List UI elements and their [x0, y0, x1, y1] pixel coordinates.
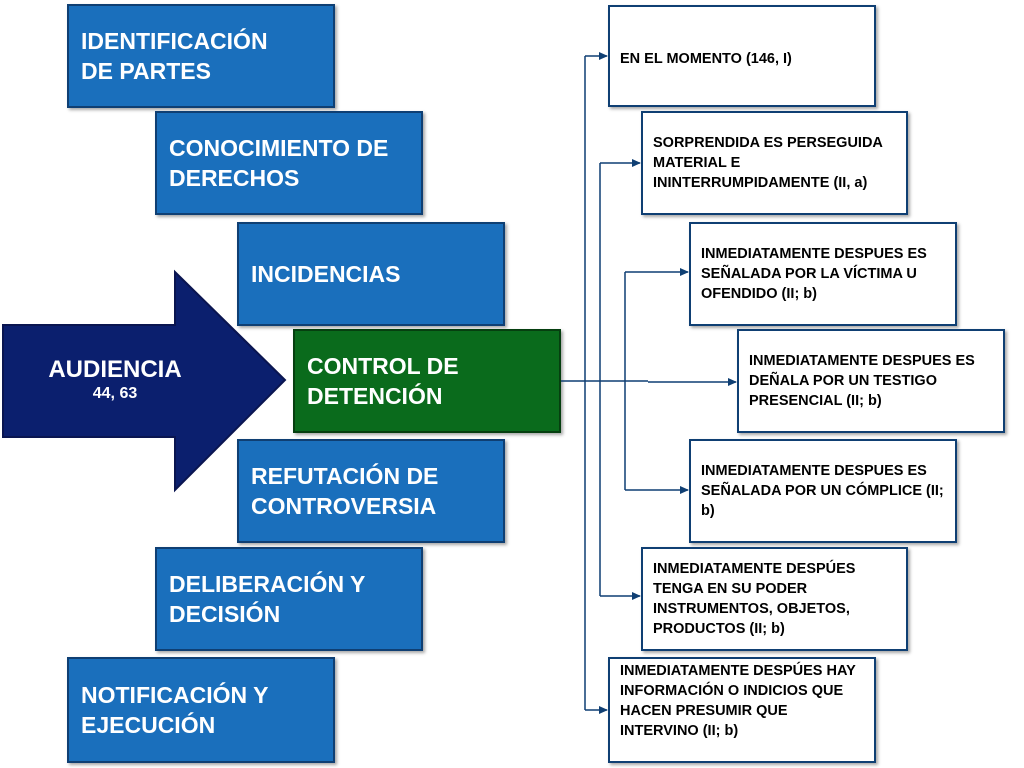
stage-label-line1: DELIBERACIÓN Y	[169, 571, 366, 597]
stage-identificacion: IDENTIFICACIÓN DE PARTES	[67, 4, 335, 108]
stage-label-line2: DECISIÓN	[169, 601, 281, 627]
audiencia-label: AUDIENCIA 44, 63	[30, 355, 200, 403]
stage-conocimiento: CONOCIMIENTO DE DERECHOS	[155, 111, 423, 215]
hypothesis-text: INMEDIATAMENTE DESPUES ES DEÑALA POR UN …	[749, 353, 975, 409]
stage-refutacion: REFUTACIÓN DE CONTROVERSIA	[237, 439, 505, 543]
stage-incidencias: INCIDENCIAS	[237, 222, 505, 326]
hypothesis-box-4: INMEDIATAMENTE DESPUES ES DEÑALA POR UN …	[737, 329, 1005, 433]
stage-deliberacion: DELIBERACIÓN Y DECISIÓN	[155, 547, 423, 651]
hypothesis-text: INMEDIATAMENTE DESPUES ES SEÑALADA POR U…	[701, 463, 944, 519]
stage-label-line2: DERECHOS	[169, 165, 300, 191]
audiencia-title: AUDIENCIA	[48, 356, 182, 383]
hypothesis-text: INMEDIATAMENTE DESPÚES HAY INFORMACIÓN O…	[620, 663, 856, 739]
hypothesis-text: EN EL MOMENTO (146, I)	[620, 51, 792, 67]
stage-label-line2: CONTROVERSIA	[251, 493, 437, 519]
hypothesis-box-6: INMEDIATAMENTE DESPÚES TENGA EN SU PODER…	[641, 547, 908, 651]
stage-label-line1: CONOCIMIENTO DE	[169, 135, 389, 161]
hypothesis-text: SORPRENDIDA ES PERSEGUIDA MATERIAL E INI…	[653, 135, 883, 191]
hypothesis-text: INMEDIATAMENTE DESPUES ES SEÑALADA POR L…	[701, 246, 927, 302]
stage-label-line1: INCIDENCIAS	[251, 261, 401, 287]
hypothesis-text: INMEDIATAMENTE DESPÚES TENGA EN SU PODER…	[653, 561, 856, 637]
audiencia-articles: 44, 63	[92, 385, 138, 402]
hypothesis-box-3: INMEDIATAMENTE DESPUES ES SEÑALADA POR L…	[689, 222, 957, 326]
stage-label-line1: CONTROL DE	[307, 353, 459, 379]
stage-label-line1: REFUTACIÓN DE	[251, 463, 439, 489]
hypothesis-box-5: INMEDIATAMENTE DESPUES ES SEÑALADA POR U…	[689, 439, 957, 543]
stage-notificacion: NOTIFICACIÓN Y EJECUCIÓN	[67, 657, 335, 763]
stage-label-line1: IDENTIFICACIÓN	[81, 28, 268, 54]
hypothesis-box-7: INMEDIATAMENTE DESPÚES HAY INFORMACIÓN O…	[608, 657, 876, 763]
hypothesis-box-1: EN EL MOMENTO (146, I)	[608, 5, 876, 107]
stage-label-line1: NOTIFICACIÓN Y	[81, 682, 269, 708]
hypothesis-box-2: SORPRENDIDA ES PERSEGUIDA MATERIAL E INI…	[641, 111, 908, 215]
stage-label-line2: DE PARTES	[81, 58, 211, 84]
stage-control-detencion: CONTROL DE DETENCIÓN	[293, 329, 561, 433]
stage-label-line2: EJECUCIÓN	[81, 712, 216, 738]
stage-label-line2: DETENCIÓN	[307, 383, 443, 409]
